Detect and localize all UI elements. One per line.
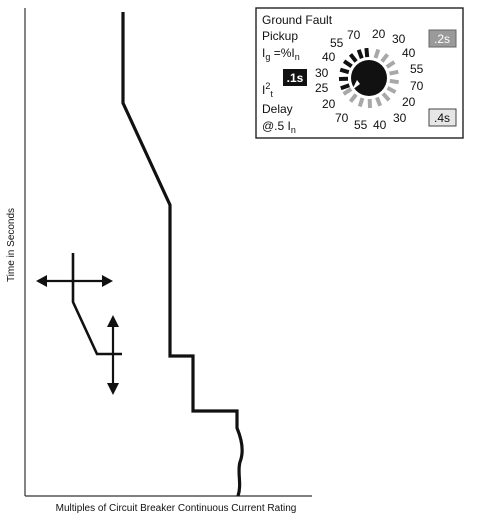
trip-curve: [123, 12, 242, 496]
dial-tick: [390, 72, 399, 74]
ground-fault-settings-inset: Ground Fault Pickup Ig =%In I2t Delay @.…: [256, 8, 463, 138]
dial-number: 25: [315, 81, 329, 95]
badge-01s-label: .1s: [287, 71, 304, 85]
dial-number: 20: [322, 97, 336, 111]
dial-knob[interactable]: [351, 60, 387, 96]
x-axis-label: Multiples of Circuit Breaker Continuous …: [56, 503, 297, 514]
dial-number: 55: [330, 36, 344, 50]
dial-tick: [360, 98, 363, 107]
inset-title: Ground Fault: [262, 13, 333, 27]
dial-number: 55: [410, 62, 424, 76]
dial-tick: [390, 81, 399, 82]
dial-number: 40: [322, 50, 336, 64]
dial-number: 20: [372, 27, 386, 41]
ground-fault-segment: [73, 253, 122, 354]
pickup-adjust-arrow: [36, 275, 113, 287]
dial-number: 30: [393, 111, 407, 125]
dial-number: 40: [402, 46, 416, 60]
dial-number: 20: [402, 95, 416, 109]
dial-number: 70: [347, 28, 361, 42]
pickup-label: Pickup: [262, 29, 298, 43]
dial-number: 30: [392, 32, 406, 46]
delay-formula-label: @.5 In: [262, 119, 296, 135]
badge-02s-label: .2s: [434, 32, 450, 46]
dial-tick: [340, 70, 349, 73]
badge-04s-label: .4s: [434, 111, 450, 125]
dial-tick: [366, 48, 367, 57]
y-axis-label: Time in Seconds: [6, 208, 17, 282]
delay-label: Delay: [262, 102, 293, 116]
dial-number: 70: [335, 111, 349, 125]
dial-number: 40: [373, 118, 387, 132]
dial-number: 55: [354, 118, 368, 132]
dial-number: 70: [410, 79, 424, 93]
dial-number: 30: [315, 66, 329, 80]
dial-tick: [376, 50, 379, 59]
